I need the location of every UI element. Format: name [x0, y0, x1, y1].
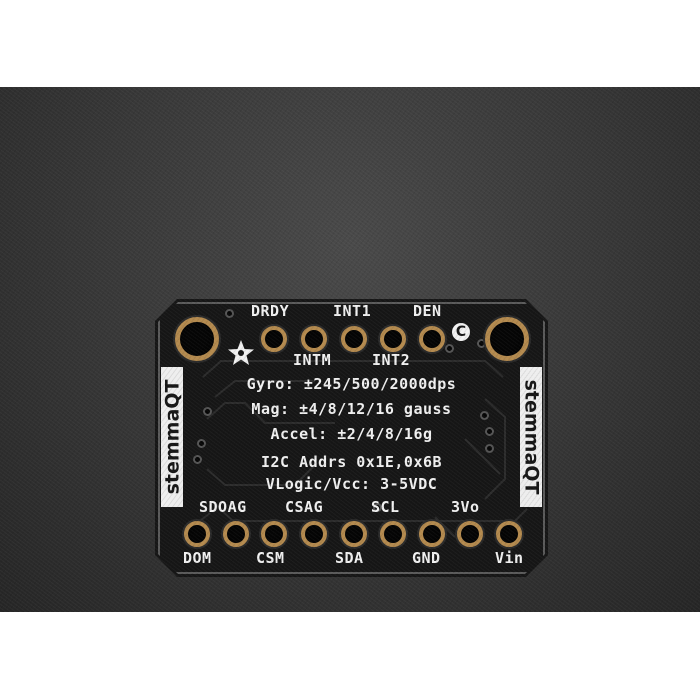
via [445, 344, 454, 353]
pad-int1 [341, 326, 367, 352]
pad-scl [380, 521, 406, 547]
label-intm: INTM [293, 351, 332, 369]
label-sdoag: SDOAG [199, 498, 247, 516]
pcb-traces [155, 299, 548, 577]
via [485, 427, 494, 436]
product-photo: DRDY INT1 DEN INTM INT2 C Gyro: ±245/500… [0, 87, 700, 612]
via [485, 444, 494, 453]
via [480, 411, 489, 420]
pad-intm [301, 326, 327, 352]
via [193, 455, 202, 464]
mounting-hole-left [175, 317, 219, 361]
spec-vlogic: VLogic/Vcc: 3-5VDC [265, 475, 438, 493]
copyright-icon: C [452, 323, 470, 341]
pad-csag [301, 521, 327, 547]
spec-mag: Mag: ±4/8/12/16 gauss [251, 400, 452, 418]
pad-sda [341, 521, 367, 547]
via [373, 503, 382, 512]
board-edge-outline [158, 302, 545, 574]
label-int1: INT1 [333, 302, 372, 320]
pad-int2 [380, 326, 406, 352]
label-dom: DOM [183, 549, 212, 567]
label-sda: SDA [335, 549, 364, 567]
spec-accel: Accel: ±2/4/8/16g [270, 425, 433, 443]
pad-vin [496, 521, 522, 547]
pad-csm [261, 521, 287, 547]
pad-drdy [261, 326, 287, 352]
label-drdy: DRDY [251, 302, 290, 320]
pad-3vo [457, 521, 483, 547]
pcb-board: DRDY INT1 DEN INTM INT2 C Gyro: ±245/500… [155, 299, 548, 577]
pad-dom [184, 521, 210, 547]
pad-sdoag [223, 521, 249, 547]
label-den: DEN [413, 302, 442, 320]
pad-gnd [419, 521, 445, 547]
label-int2: INT2 [372, 351, 411, 369]
spec-gyro: Gyro: ±245/500/2000dps [246, 375, 457, 393]
label-csag: CSAG [285, 498, 324, 516]
via [197, 439, 206, 448]
stemma-qt-label-left: stemmaQT [161, 379, 183, 495]
label-scl: SCL [371, 498, 400, 516]
spec-i2c-addrs: I2C Addrs 0x1E,0x6B [260, 453, 443, 471]
pad-den [419, 326, 445, 352]
via [225, 309, 234, 318]
label-gnd: GND [412, 549, 441, 567]
label-vin: Vin [495, 549, 524, 567]
via [203, 407, 212, 416]
label-csm: CSM [256, 549, 285, 567]
stemma-qt-label-right: stemmaQT [520, 379, 542, 495]
stemma-qt-connector-right: stemmaQT [520, 367, 542, 507]
mounting-hole-right [485, 317, 529, 361]
stemma-qt-connector-left: stemmaQT [161, 367, 183, 507]
via [477, 339, 486, 348]
label-3vo: 3Vo [451, 498, 480, 516]
adafruit-star-logo-icon [227, 339, 255, 367]
